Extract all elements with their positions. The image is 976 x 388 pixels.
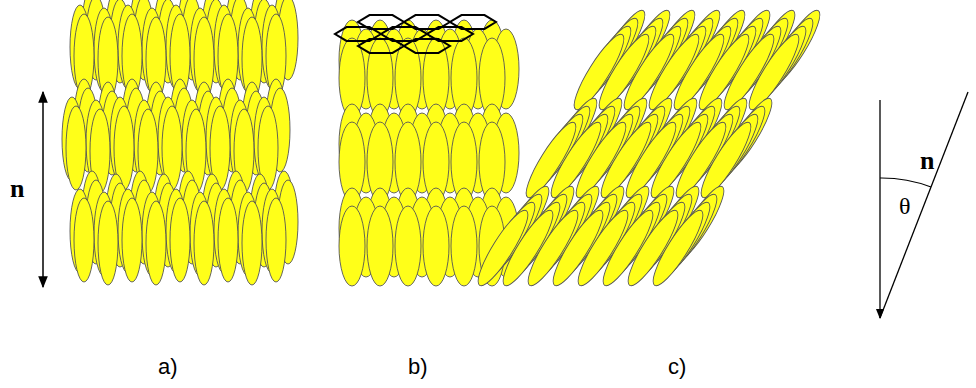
molecule [170, 198, 190, 282]
molecule [339, 206, 365, 286]
molecule [66, 106, 86, 190]
molecule [146, 201, 166, 285]
molecule [194, 201, 214, 285]
molecule [74, 198, 94, 282]
smectic-b-panel [335, 15, 519, 286]
director-arrow [42, 92, 44, 287]
molecule [395, 206, 421, 286]
molecule [218, 198, 238, 282]
molecule [694, 117, 758, 202]
panel-label: a) [158, 356, 178, 378]
molecule [367, 206, 393, 286]
director-label: n [10, 176, 24, 202]
molecule [98, 201, 118, 285]
layer-normal [879, 100, 880, 318]
panel-label: b) [408, 356, 428, 378]
molecule [646, 205, 710, 290]
angle-label: θ [899, 194, 911, 218]
molecule [423, 206, 449, 286]
molecule [122, 198, 142, 282]
tilt-angle-arc [880, 178, 931, 187]
smectic-a-panel [62, 0, 298, 285]
molecule [242, 201, 262, 285]
panel-label: c) [668, 356, 686, 378]
molecule [451, 206, 477, 286]
hexagon-outline [358, 39, 404, 53]
molecule [742, 29, 806, 114]
smectic-c-panel [471, 5, 827, 290]
hexagon-outline [404, 39, 450, 53]
molecule [266, 198, 286, 282]
director-vector [880, 92, 968, 318]
director-label: n [920, 148, 934, 174]
